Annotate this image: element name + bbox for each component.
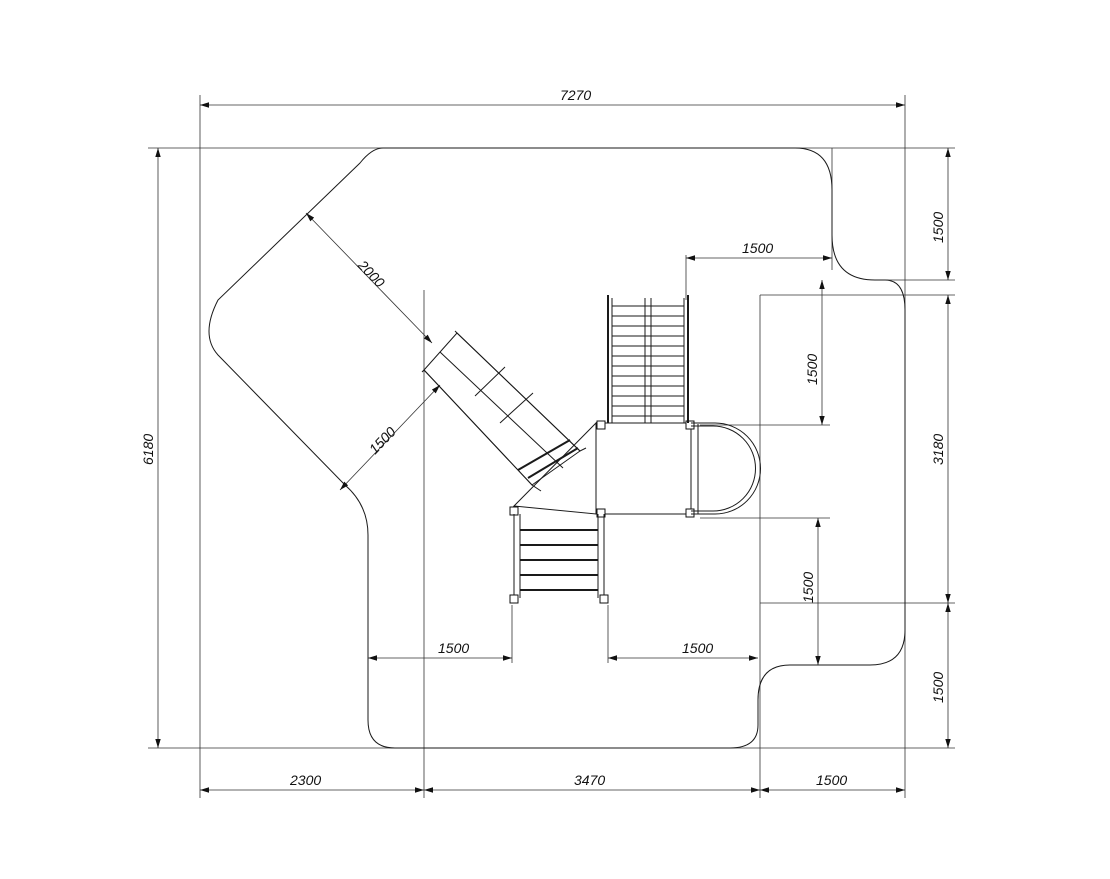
dim-inner-right-upper: 1500 xyxy=(804,354,820,385)
tower-platform xyxy=(509,420,695,518)
dim-bottom-right: 1500 xyxy=(816,772,847,788)
slide xyxy=(421,330,587,492)
dim-overall-width: 7270 xyxy=(560,87,591,103)
safety-zone-outline xyxy=(208,147,906,749)
bottom-stairs xyxy=(509,514,609,604)
rounded-platform xyxy=(691,422,761,515)
dim-top-ladder-clearance: 1500 xyxy=(742,240,773,256)
top-ladder xyxy=(607,295,689,423)
dim-bottom-stair-left: 1500 xyxy=(438,640,469,656)
dim-bottom-left: 2300 xyxy=(289,772,321,788)
dim-bottom-stair-right: 1500 xyxy=(682,640,713,656)
dim-slide-length: 2000 xyxy=(354,256,388,290)
dim-right-bottom: 1500 xyxy=(930,672,946,703)
dim-bottom-middle: 3470 xyxy=(574,772,605,788)
dimension-labels: 7270 6180 2300 3470 1500 1500 3180 1500 … xyxy=(140,87,946,788)
dim-slide-clearance: 1500 xyxy=(366,423,399,457)
dim-inner-right-lower: 1500 xyxy=(800,572,816,603)
dim-overall-height: 6180 xyxy=(140,434,156,465)
dim-right-middle: 3180 xyxy=(930,434,946,465)
extension-lines xyxy=(148,95,955,798)
dim-right-top: 1500 xyxy=(930,212,946,243)
dimension-lines xyxy=(155,102,951,793)
